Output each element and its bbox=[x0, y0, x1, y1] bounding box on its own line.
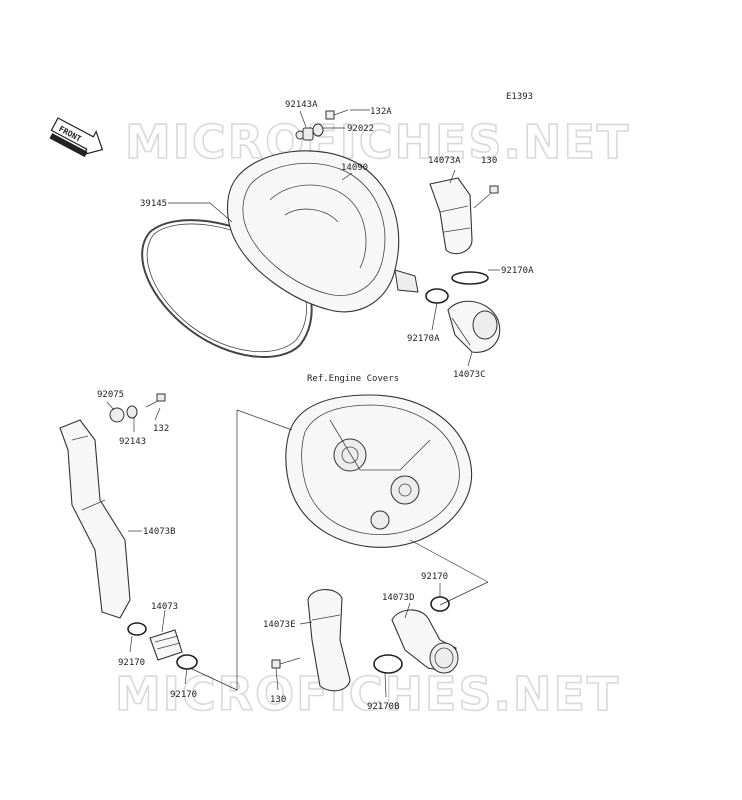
clamp-92170A-right bbox=[451, 271, 489, 285]
callout-92170-right: 92170 bbox=[421, 572, 448, 582]
callout-92075: 92075 bbox=[97, 390, 124, 400]
callout-39145: 39145 bbox=[140, 199, 167, 209]
reference-leader-lines bbox=[189, 409, 489, 691]
watermark-bottom: MICROFICHES.NET bbox=[115, 667, 620, 721]
callout-92170A-right: 92170A bbox=[501, 266, 534, 276]
clamp-92170-right bbox=[430, 596, 450, 612]
clamp-92170-left bbox=[127, 622, 147, 636]
duct-14073D bbox=[391, 609, 459, 674]
callout-14090: 14090 bbox=[341, 163, 368, 173]
callout-14073: 14073 bbox=[151, 602, 178, 612]
callout-14073A: 14073A bbox=[428, 156, 461, 166]
reference-label: Ref.Engine Covers bbox=[307, 374, 399, 384]
sleeve-92143A bbox=[302, 127, 314, 141]
callout-92143: 92143 bbox=[119, 437, 146, 447]
callout-14073E: 14073E bbox=[263, 620, 296, 630]
callout-14073C: 14073C bbox=[453, 370, 486, 380]
outer-cover-14090 bbox=[227, 130, 419, 313]
callout-92170-mid: 92170 bbox=[170, 690, 197, 700]
callout-130-top: 130 bbox=[481, 156, 497, 166]
grommet-92075 bbox=[109, 407, 125, 423]
bolt-132A bbox=[325, 109, 349, 120]
callout-92170-left: 92170 bbox=[118, 658, 145, 668]
duct-14073C bbox=[447, 300, 501, 353]
clamp-92170B bbox=[373, 654, 403, 674]
collar-92143 bbox=[126, 405, 138, 419]
duct-14073B bbox=[59, 419, 131, 619]
callout-130-bottom: 130 bbox=[270, 695, 286, 705]
callout-14073D: 14073D bbox=[382, 593, 415, 603]
callout-92143A: 92143A bbox=[285, 100, 318, 110]
clamp-92170A-left bbox=[425, 288, 449, 304]
callout-92170B: 92170B bbox=[367, 702, 400, 712]
bolt-132 bbox=[145, 393, 166, 408]
callout-92022: 92022 bbox=[347, 124, 374, 134]
bolt-130-top bbox=[473, 185, 499, 209]
callout-92170A-left: 92170A bbox=[407, 334, 440, 344]
callout-14073B: 14073B bbox=[143, 527, 176, 537]
duct-14073A bbox=[429, 177, 473, 255]
watermark-top: MICROFICHES.NET bbox=[125, 115, 630, 169]
callout-132: 132 bbox=[153, 424, 169, 434]
engine-cover-reference bbox=[285, 394, 472, 548]
diagram-code: E1393 bbox=[506, 92, 533, 102]
callout-132A: 132A bbox=[370, 107, 392, 117]
boot-14073 bbox=[149, 629, 183, 661]
front-arrow-icon: FRONT bbox=[49, 117, 104, 158]
duct-14073E bbox=[307, 589, 351, 692]
callout-leaders bbox=[106, 109, 500, 698]
washer-92022 bbox=[312, 123, 324, 137]
